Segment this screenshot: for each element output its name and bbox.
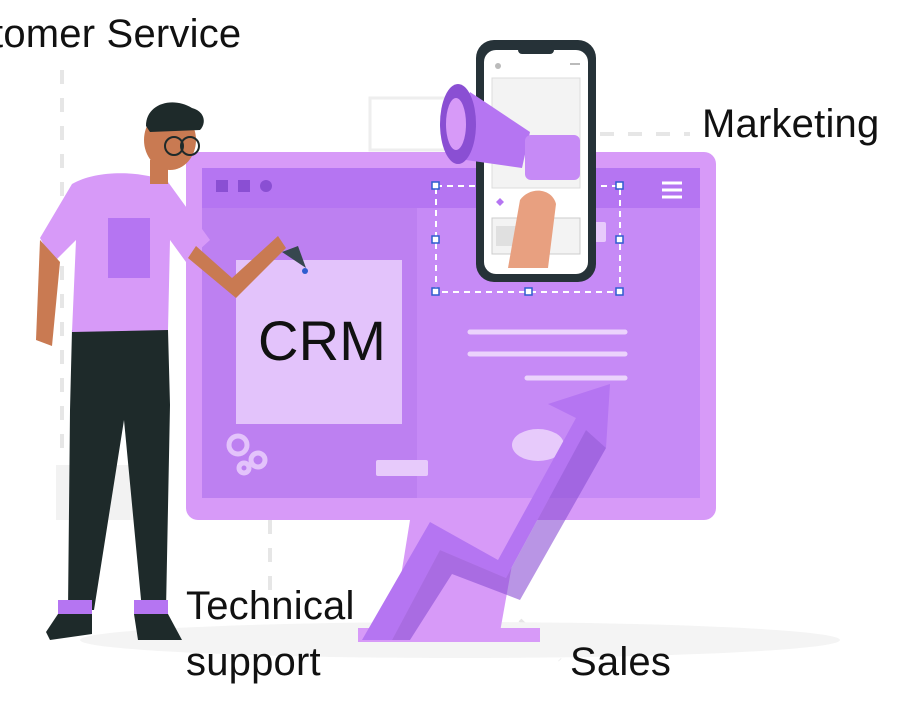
crm-panel [236,260,402,424]
technical-support-label: Technical support [186,584,355,684]
crm-label: CRM [258,309,387,372]
marketing-label: Marketing [702,102,880,146]
customer-service-label: tomer Service [0,12,242,56]
sales-label: Sales [570,640,672,684]
content-button [376,460,428,476]
megaphone-icon [440,84,580,268]
pen-tool-icon [282,246,308,274]
gears-icon [226,433,268,476]
content-blob [512,429,564,461]
window-dot-3 [260,180,272,192]
window-dot-1 [216,180,228,192]
content-lines [467,329,628,381]
person-illustration [36,102,308,640]
trend-up-arrow-icon [362,384,610,640]
hamburger-menu-icon [662,181,682,199]
window-dot-2 [238,180,250,192]
